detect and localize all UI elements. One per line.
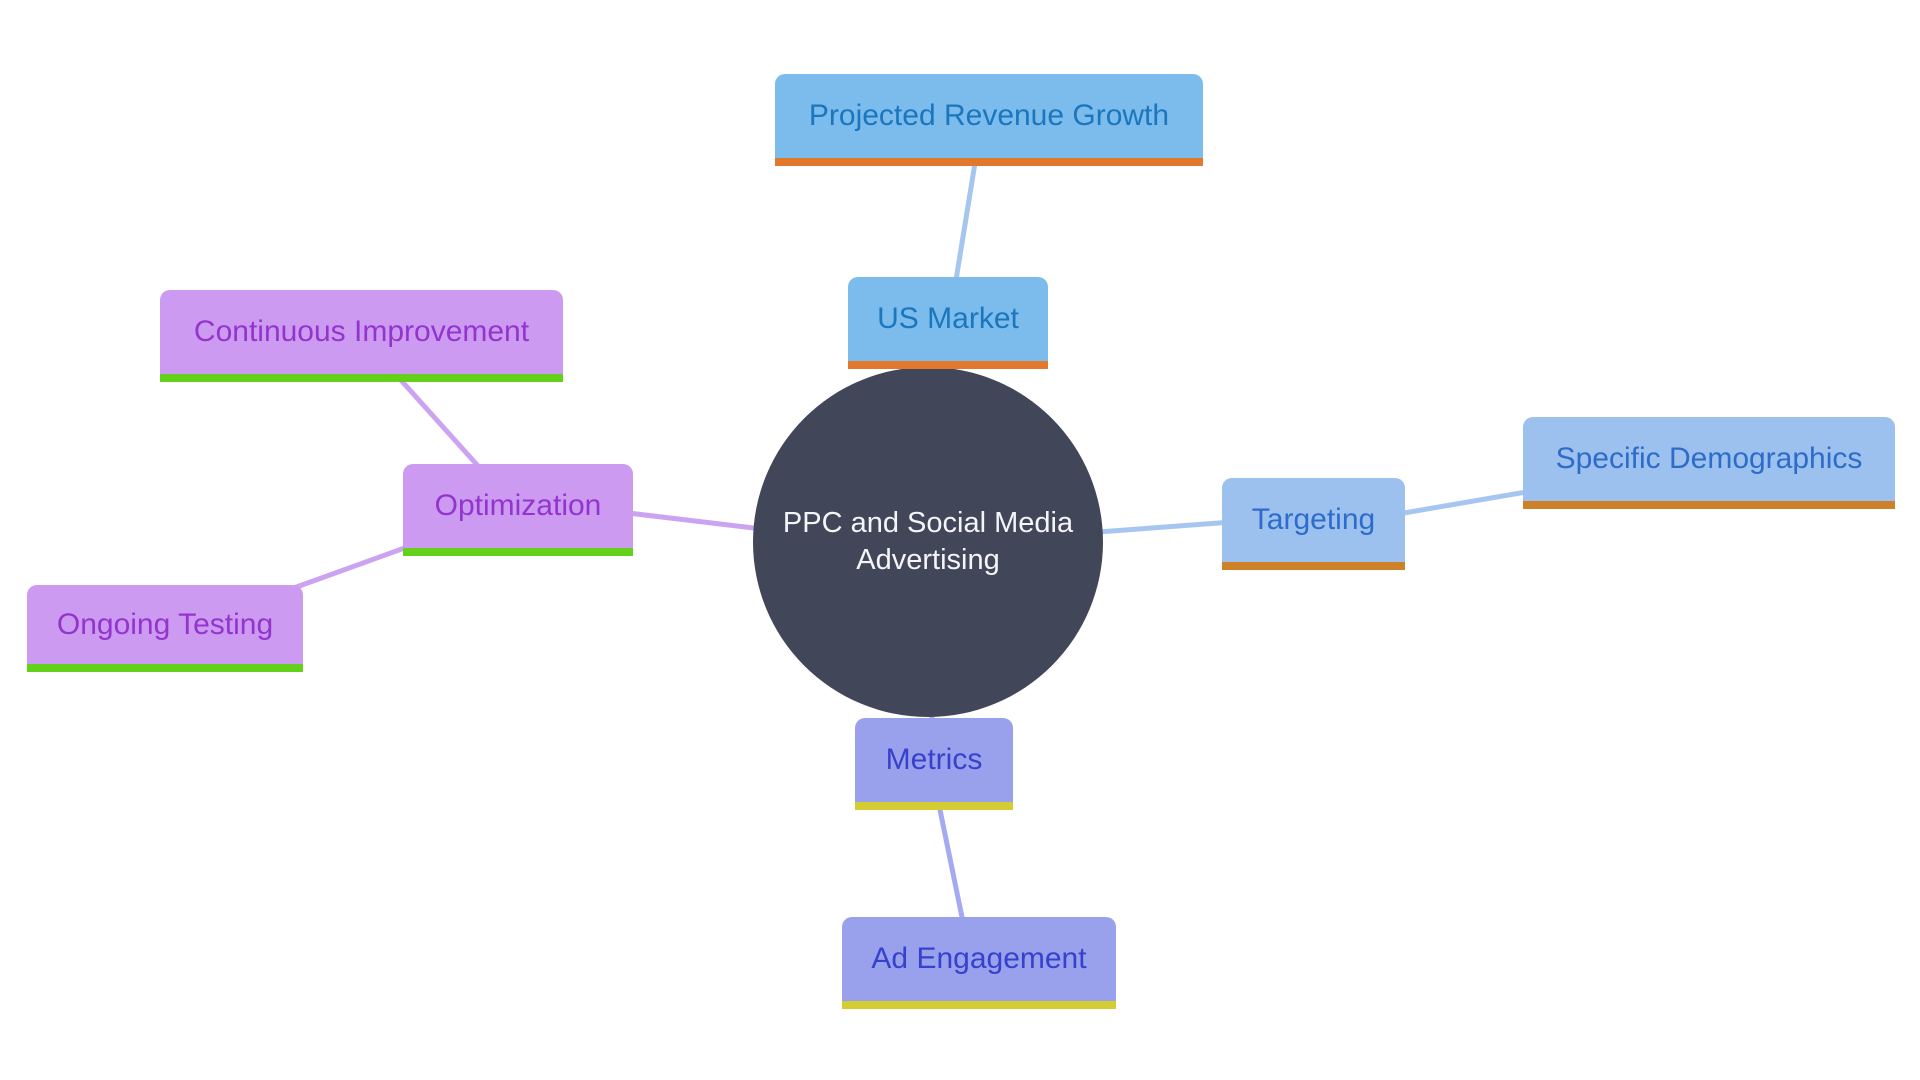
edge-center-to-optimization <box>617 509 773 533</box>
node-projected-revenue-growth[interactable]: Projected Revenue Growth <box>775 74 1203 166</box>
edge-center-to-targeting <box>1082 519 1235 536</box>
node-specific-demographics[interactable]: Specific Demographics <box>1523 417 1895 509</box>
edge-targeting-to-specific-demographics <box>1395 488 1535 517</box>
node-ongoing-testing[interactable]: Ongoing Testing <box>27 585 303 672</box>
node-label: US Market <box>877 302 1019 335</box>
edge-us-market-to-projected-revenue-growth <box>953 160 978 283</box>
node-label: Optimization <box>434 489 602 522</box>
node-targeting[interactable]: Targeting <box>1222 478 1405 570</box>
node-label: Projected Revenue Growth <box>808 99 1170 132</box>
center-node-label: PPC and Social Media Advertising <box>782 506 1074 576</box>
node-optimization[interactable]: Optimization <box>403 464 633 556</box>
edge-optimization-to-ongoing-testing <box>288 543 413 592</box>
center-node-ppc-social-media-advertising[interactable]: PPC and Social Media Advertising <box>753 367 1103 717</box>
node-label: Ongoing Testing <box>56 607 274 641</box>
node-label: Ad Engagement <box>871 942 1087 975</box>
edge-metrics-to-ad-engagement <box>936 802 966 925</box>
node-label: Specific Demographics <box>1555 442 1863 475</box>
node-label: Metrics <box>885 743 983 776</box>
node-label: Continuous Improvement <box>193 315 530 348</box>
node-label: Targeting <box>1251 503 1376 536</box>
edge-optimization-to-continuous-improvement <box>396 375 482 470</box>
node-ad-engagement[interactable]: Ad Engagement <box>842 917 1116 1009</box>
node-continuous-improvement[interactable]: Continuous Improvement <box>160 290 563 382</box>
node-metrics[interactable]: Metrics <box>855 718 1013 810</box>
node-us-market[interactable]: US Market <box>848 277 1048 369</box>
